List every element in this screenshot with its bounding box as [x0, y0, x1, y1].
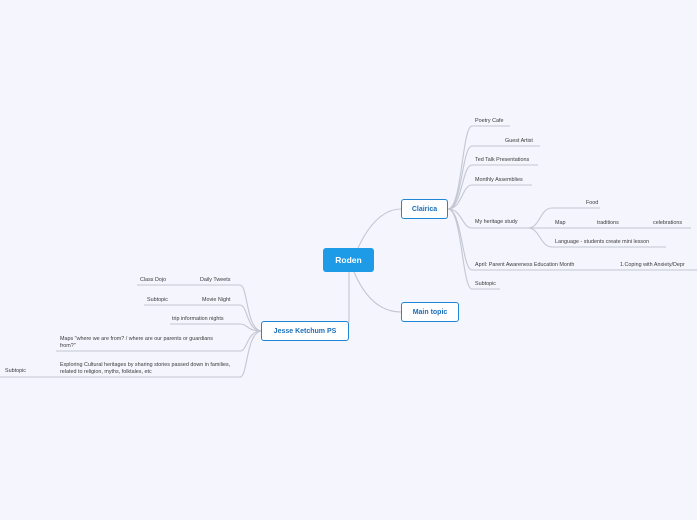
branch-clairica[interactable]: Clairica [401, 199, 448, 219]
topic-subtopic-a[interactable]: Subtopic [147, 297, 168, 303]
topic-daily-tweets[interactable]: Daily Tweets [200, 277, 231, 283]
topic-monthly-assemblies[interactable]: Monthly Assemblies [475, 177, 523, 183]
topic-ted-talk[interactable]: Ted Talk Presentations [475, 157, 530, 163]
topic-my-heritage-study[interactable]: My heritage study [475, 219, 518, 225]
topic-language[interactable]: Language - students create mini lesson [555, 239, 650, 245]
topic-exploring[interactable]: Exploring Cultural heritages by sharing … [60, 362, 231, 375]
topic-poetry-cafe[interactable]: Poetry Cafe [475, 118, 504, 124]
topic-coping[interactable]: 1.Coping with Anxiety/Depr [620, 262, 685, 268]
topic-subtopic[interactable]: Subtopic [475, 281, 496, 287]
topic-guest-artist[interactable]: Guest Artist [505, 138, 533, 144]
topic-map[interactable]: Map [555, 220, 566, 226]
topic-trip-nights[interactable]: trip information nights [172, 316, 224, 322]
branch-main-topic[interactable]: Main topic [401, 302, 459, 322]
topic-traditions[interactable]: traditions [597, 220, 619, 226]
topic-food[interactable]: Food [586, 200, 599, 206]
branch-jesse-ketchum[interactable]: Jesse Ketchum PS [261, 321, 349, 341]
topic-class-dojo[interactable]: Class Dojo [140, 277, 167, 283]
topic-april[interactable]: April: Parent Awareness Education Month [475, 262, 575, 268]
topic-subtopic-b[interactable]: Subtopic [5, 368, 26, 374]
topic-maps-question[interactable]: Maps "where we are from? / where are our… [60, 336, 213, 349]
root-node[interactable]: Roden [323, 248, 374, 272]
topic-celebrations[interactable]: celebrations [653, 220, 683, 226]
topic-movie-night[interactable]: Movie Night [202, 297, 231, 303]
